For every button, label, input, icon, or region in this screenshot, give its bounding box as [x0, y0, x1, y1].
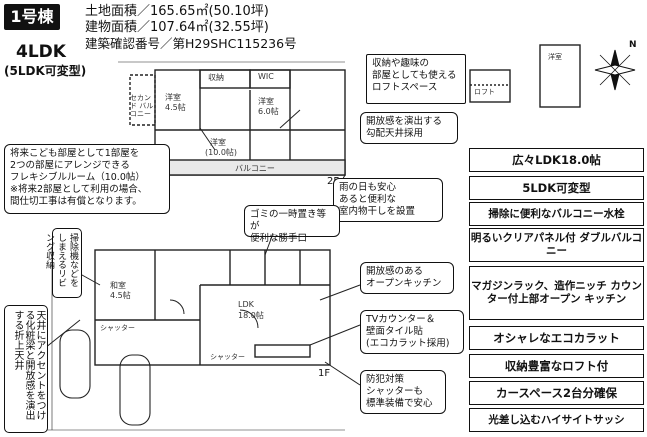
callout-gable-ceiling: 開放感を演出する 勾配天井採用 [360, 112, 458, 144]
feature-item: 光差し込むハイサイトサッシ [469, 408, 644, 432]
feature-item: 5LDK可変型 [469, 176, 644, 200]
feature-item: 明るいクリアパネル付 ダブルバルコニー [469, 228, 644, 262]
room-2f-western-a: 洋室 [165, 93, 181, 102]
unit-badge: 1号棟 [4, 4, 60, 30]
room-2f-western-b: 洋室 [258, 97, 274, 106]
callout-rainy-line: 室内物干しを設置 [339, 206, 416, 217]
callout-security-line: 標準装備で安心 [366, 398, 433, 409]
closet-label: 収納 [208, 73, 224, 82]
permit-number: 建築確認番号／第H29SHC115236号 [85, 36, 297, 51]
callout-trash: ゴミの一時置き等が 便利な勝手口 [244, 205, 340, 244]
floor-1f-outline [94, 249, 331, 366]
callout-flex-line: ※将来2部屋として利用の場合、 [10, 184, 148, 195]
callout-trash-line: ゴミの一時置き等が [250, 209, 327, 232]
callout-rainy-line: 雨の日も安心 [339, 182, 397, 193]
callout-gable-line: 勾配天井採用 [366, 128, 424, 139]
callout-flexible-room: 将来こども部屋として1部屋を 2つの部屋にアレンジできる フレキシブルルーム（1… [4, 144, 170, 214]
callout-flex-line: 間仕切工事は有償となります。 [10, 196, 142, 207]
ldk-label: LDK [238, 300, 254, 309]
layout-type-alt: (5LDK可変型) [4, 64, 87, 78]
callout-security-line: シャッターも [366, 386, 424, 397]
room-1f-japanese-size: 4.5帖 [110, 291, 131, 300]
callout-flex-line: フレキシブルルーム（10.0帖） [10, 172, 145, 183]
callout-security: 防犯対策 シャッターも 標準装備で安心 [360, 370, 446, 414]
callout-tv-line: 壁面タイル貼 [366, 326, 424, 337]
callout-tv-counter: TVカウンター＆ 壁面タイル貼 (エコカラット採用) [360, 310, 464, 354]
callout-open-kitchen: 開放感のある オープンキッチン [360, 262, 454, 294]
callout-kitchen-line: オープンキッチン [366, 278, 442, 289]
callout-loft-line: ロフトスペース [372, 82, 438, 93]
callout-flex-line: 将来こども部屋として1部屋を [10, 148, 140, 159]
room-2f-western-b-size: 6.0帖 [258, 107, 279, 116]
callout-gable-line: 開放感を演出する [366, 116, 443, 127]
feature-item: 広々LDK18.0帖 [469, 148, 644, 172]
compass-icon [594, 49, 636, 91]
ldk-size-label: 18.0帖 [238, 311, 264, 320]
callout-tv-line: (エコカラット採用) [366, 338, 450, 349]
room-2f-western-a-size: 4.5帖 [165, 103, 186, 112]
callout-flex-line: 2つの部屋にアレンジできる [10, 160, 130, 171]
callout-tv-line: TVカウンター＆ [366, 314, 436, 325]
loft-room-label: 洋室 [548, 53, 562, 61]
callout-vacuum-storage: 掃除機などをしまえるリビング収納 [44, 228, 82, 298]
wic-label: WIC [258, 72, 274, 81]
room-2f-flex: 洋室 [210, 138, 226, 147]
feature-item: カースペース2台分確保 [469, 381, 644, 405]
callout-rainy-day: 雨の日も安心 あると便利な 室内物干しを設置 [333, 178, 443, 222]
callout-accent-ceiling: 天井にアクセントをつける化粧梁と開放感を演出する折上天井 [4, 305, 48, 433]
room-2f-flex-size: (10.0帖) [205, 148, 238, 157]
shutter-label-b: シャッター [210, 353, 245, 361]
callout-kitchen-line: 開放感のある [366, 266, 424, 277]
callout-loft: 収納や趣味の 部屋としても使える ロフトスペース [366, 54, 466, 104]
layout-type: 4LDK [16, 42, 66, 62]
balcony-2f-label: バルコニー [235, 164, 275, 173]
feature-item: 収納豊富なロフト付 [469, 354, 644, 378]
callout-loft-line: 収納や趣味の [372, 58, 430, 69]
callout-trash-line: 便利な勝手口 [250, 233, 308, 244]
room-1f-japanese: 和室 [110, 281, 126, 290]
feature-item: マガジンラック、造作ニッチ カウンター付上部オープン キッチン [469, 266, 644, 320]
callout-rainy-line: あると便利な [339, 194, 397, 205]
land-area: 土地面積／165.65㎡(50.10坪) [85, 4, 269, 19]
loft-plan-label: ロフト [474, 88, 495, 96]
feature-item: 掃除に便利なバルコニー水栓 [469, 202, 644, 226]
second-balcony-label: セカンド バルコニー [130, 94, 154, 118]
building-area: 建物面積／107.64㎡(32.55坪) [85, 20, 269, 35]
shutter-label-a: シャッター [100, 324, 135, 332]
floor-1f-label: 1F [318, 368, 331, 379]
compass-north-label: N [629, 40, 637, 50]
callout-loft-line: 部屋としても使える [372, 70, 457, 81]
callout-security-line: 防犯対策 [366, 374, 405, 385]
feature-item: オシャレなエコカラット [469, 326, 644, 350]
